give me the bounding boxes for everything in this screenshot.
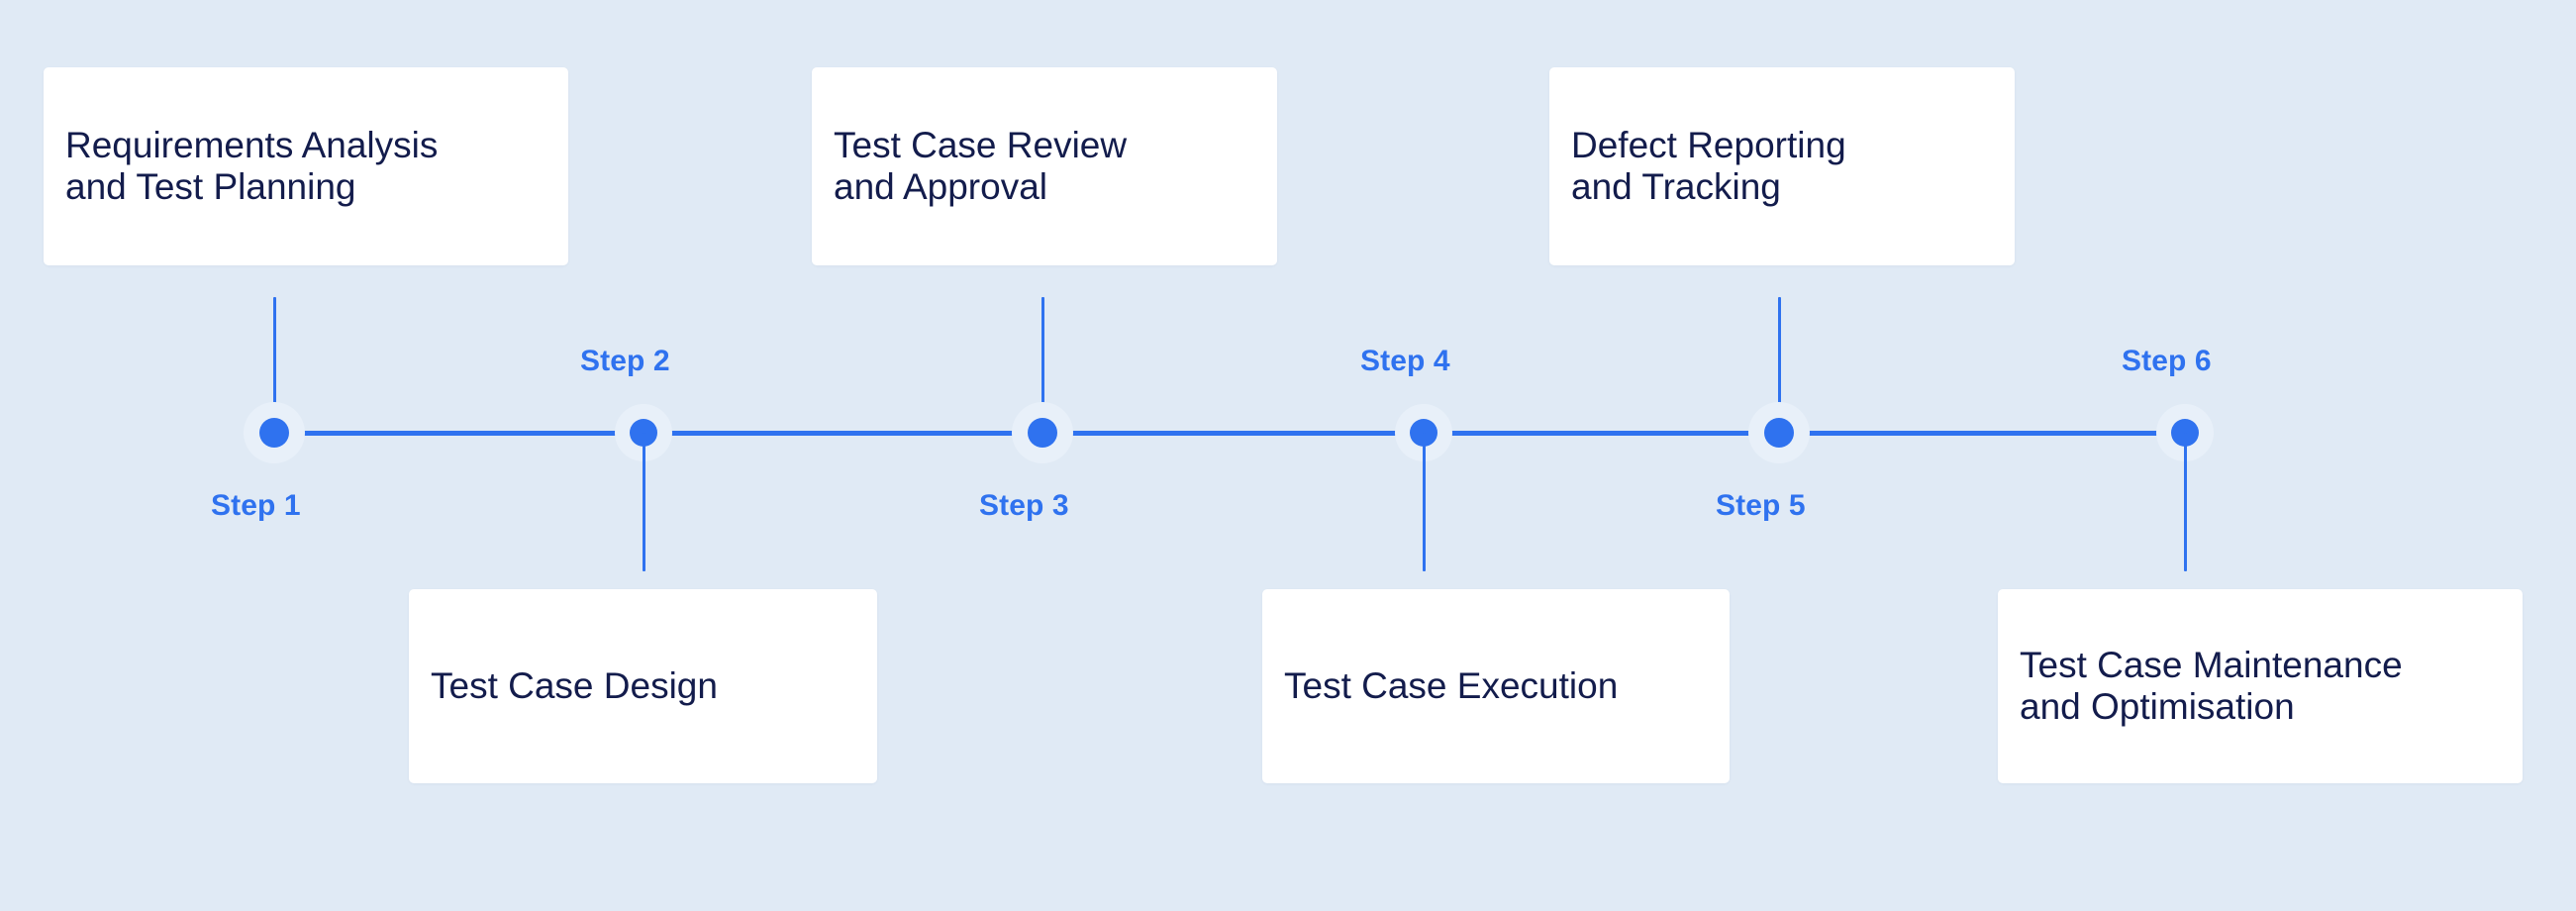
step-card-label-4: Test Case Execution xyxy=(1284,665,1619,707)
step-node-dot-5 xyxy=(1764,418,1794,448)
step-connector-3 xyxy=(1040,297,1044,436)
step-card-5[interactable]: Defect Reporting and Tracking xyxy=(1549,67,2015,265)
step-card-label-5: Defect Reporting and Tracking xyxy=(1571,125,1846,207)
step-label-2: Step 2 xyxy=(580,345,670,377)
step-connector-6 xyxy=(2183,433,2187,571)
step-node-dot-3 xyxy=(1028,418,1057,448)
step-connector-4 xyxy=(1422,433,1426,571)
step-connector-2 xyxy=(642,433,645,571)
step-label-5: Step 5 xyxy=(1716,489,1806,522)
step-connector-5 xyxy=(1777,297,1781,436)
step-label-1: Step 1 xyxy=(211,489,301,522)
step-label-3: Step 3 xyxy=(979,489,1069,522)
timeline-axis xyxy=(274,431,2185,436)
step-node-dot-1 xyxy=(259,418,289,448)
step-label-4: Step 4 xyxy=(1360,345,1450,377)
step-card-2[interactable]: Test Case Design xyxy=(409,589,877,783)
step-card-4[interactable]: Test Case Execution xyxy=(1262,589,1730,783)
step-card-6[interactable]: Test Case Maintenance and Optimisation xyxy=(1998,589,2523,783)
step-card-label-1: Requirements Analysis and Test Planning xyxy=(65,125,439,207)
step-card-1[interactable]: Requirements Analysis and Test Planning xyxy=(44,67,568,265)
step-label-6: Step 6 xyxy=(2122,345,2212,377)
step-card-label-3: Test Case Review and Approval xyxy=(834,125,1128,207)
step-card-label-2: Test Case Design xyxy=(431,665,718,707)
step-card-label-6: Test Case Maintenance and Optimisation xyxy=(2020,645,2403,727)
step-card-3[interactable]: Test Case Review and Approval xyxy=(812,67,1277,265)
step-connector-1 xyxy=(272,297,276,436)
